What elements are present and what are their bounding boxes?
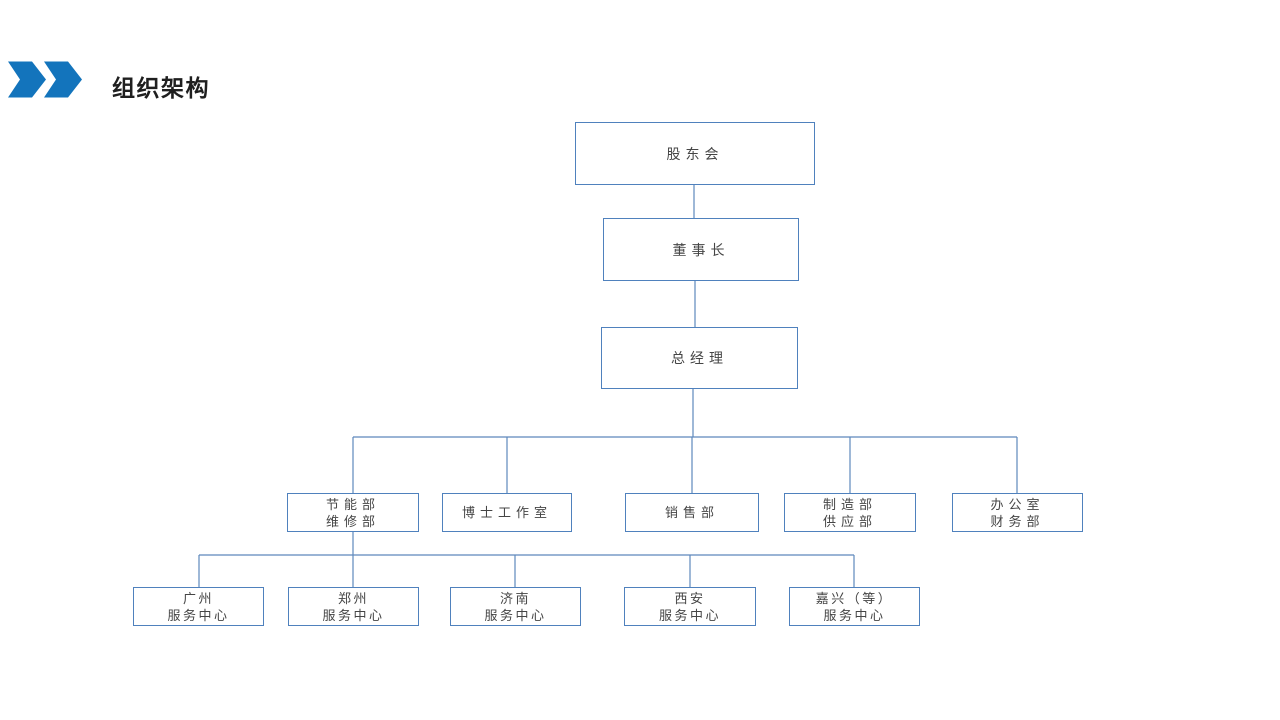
org-node-chairman: 董事长 (603, 218, 799, 281)
org-node-label: 销售部 (664, 505, 719, 520)
org-node-label: 办公室 (990, 496, 1045, 512)
org-node-guangzhou-center: 广州 服务中心 (133, 587, 264, 626)
org-node-label: 制造部 (822, 496, 877, 512)
org-node-zhengzhou-center: 郑州 服务中心 (288, 587, 419, 626)
org-node-office-finance: 办公室 财务部 (952, 493, 1083, 532)
org-node-label: 财务部 (990, 513, 1045, 529)
org-node-label: 维修部 (325, 513, 380, 529)
org-node-phd-studio: 博士工作室 (442, 493, 572, 532)
org-node-label: 供应部 (822, 513, 877, 529)
org-node-shareholders: 股东会 (575, 122, 815, 185)
org-node-label: 总经理 (671, 350, 728, 366)
org-node-label: 董事长 (672, 241, 730, 258)
org-node-label: 博士工作室 (461, 505, 552, 520)
org-node-label: 服务中心 (167, 607, 230, 623)
page-title: 组织架构 (112, 75, 210, 101)
org-node-label: 服务中心 (484, 607, 547, 623)
slide-header: 组织架构 (0, 0, 1280, 110)
org-node-label: 济南 (499, 590, 531, 606)
org-node-jinan-center: 济南 服务中心 (450, 587, 581, 626)
org-node-xian-center: 西安 服务中心 (624, 587, 756, 626)
org-node-jiaxing-center: 嘉兴（等） 服务中心 (789, 587, 920, 626)
org-node-general-manager: 总经理 (601, 327, 798, 389)
org-node-label: 服务中心 (823, 607, 886, 623)
double-chevron-right-icon (8, 61, 82, 98)
org-node-label: 西安 (674, 590, 706, 606)
org-node-energy-maintenance: 节能部 维修部 (287, 493, 419, 532)
org-node-label: 节能部 (325, 496, 380, 512)
org-node-sales: 销售部 (625, 493, 759, 532)
org-node-label: 广州 (182, 590, 214, 606)
org-node-manufacturing-supply: 制造部 供应部 (784, 493, 916, 532)
org-node-label: 服务中心 (658, 607, 721, 623)
org-node-label: 嘉兴（等） (815, 590, 894, 606)
org-node-label: 服务中心 (322, 607, 385, 623)
org-node-label: 郑州 (337, 590, 369, 606)
org-node-label: 股东会 (666, 145, 724, 162)
